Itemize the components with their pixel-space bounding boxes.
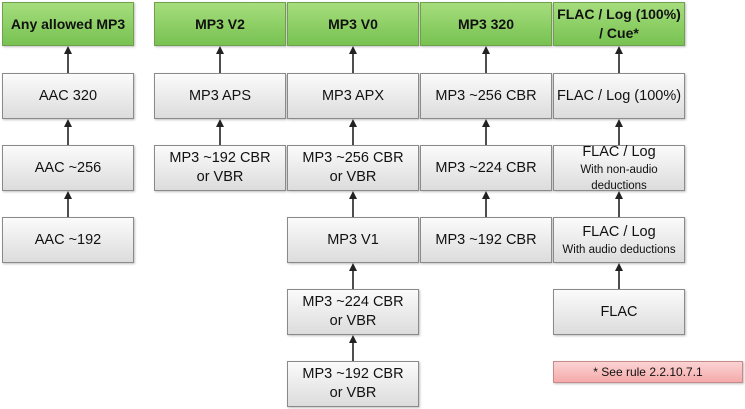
format-label: AAC 320	[38, 87, 98, 104]
format-label: FLAC / Log	[582, 143, 656, 160]
column-header-label: MP3 320	[457, 15, 515, 32]
arrow-mp3-v2-1-head	[216, 119, 224, 127]
format-box-flac: FLAC	[553, 289, 685, 335]
arrow-mp3-v2-0-head	[216, 46, 224, 54]
column-header-label: FLAC / Log (100%) / Cue*	[557, 6, 681, 41]
format-box-aac-320: AAC 320	[2, 73, 134, 119]
rule-note: * See rule 2.2.10.7.1	[553, 361, 743, 383]
arrow-mp3-v0-3-head	[349, 263, 357, 271]
format-box-mp3-224-cbr-or-vbr: MP3 ~224 CBR or VBR	[287, 289, 419, 335]
column-header-label: Any allowed MP3	[10, 15, 126, 32]
arrow-mp3-320-2-head	[482, 191, 490, 199]
format-label: FLAC	[600, 303, 638, 320]
format-sublabel: With non-audio deductions	[580, 163, 658, 192]
format-label: MP3 APS	[188, 87, 252, 104]
arrow-mp3-v0-1-head	[349, 119, 357, 127]
format-box-mp3-192-cbr-or-vbr: MP3 ~192 CBR or VBR	[287, 361, 419, 407]
format-box-mp3-aps: MP3 APS	[154, 73, 286, 119]
arrow-mp3-v0-0-head	[349, 46, 357, 54]
arrow-flac-log-100-cue-1-head	[615, 119, 623, 127]
format-box-mp3-192-cbr-or-vbr: MP3 ~192 CBR or VBR	[154, 145, 286, 191]
format-label: MP3 ~224 CBR	[302, 294, 404, 310]
format-box-mp3-224-cbr: MP3 ~224 CBR	[420, 145, 552, 191]
format-label: MP3 ~224 CBR	[435, 159, 537, 176]
format-label: FLAC / Log	[582, 223, 656, 240]
column-header-mp3-320: MP3 320	[420, 2, 552, 46]
column-header-mp3-v0: MP3 V0	[287, 2, 419, 46]
arrow-flac-log-100-cue-3-head	[615, 263, 623, 271]
arrow-mp3-320-0-head	[482, 46, 490, 54]
arrow-flac-log-100-cue-2-head	[615, 191, 623, 199]
format-label: or VBR	[329, 385, 377, 401]
arrow-mp3-320-1-head	[482, 119, 490, 127]
column-header-any-allowed-mp3: Any allowed MP3	[2, 2, 134, 46]
format-box-flac-log-100: FLAC / Log (100%)	[553, 73, 685, 119]
column-header-label: MP3 V0	[328, 15, 378, 32]
format-sublabel: With audio deductions	[562, 243, 676, 256]
format-label: MP3 ~192 CBR	[435, 231, 537, 248]
format-label: AAC ~192	[34, 231, 102, 248]
format-box-mp3-192-cbr: MP3 ~192 CBR	[420, 217, 552, 263]
format-box-mp3-apx: MP3 APX	[287, 73, 419, 119]
arrow-any-allowed-mp3-1-head	[64, 119, 72, 127]
format-label: or VBR	[329, 313, 377, 329]
format-label: or VBR	[329, 169, 377, 185]
format-box-mp3-256-cbr-or-vbr: MP3 ~256 CBR or VBR	[287, 145, 419, 191]
format-label: or VBR	[196, 169, 244, 185]
arrow-any-allowed-mp3-0-head	[64, 46, 72, 54]
column-header-mp3-v2: MP3 V2	[154, 2, 286, 46]
format-box-mp3-v1: MP3 V1	[287, 217, 419, 263]
format-label: AAC ~256	[34, 159, 102, 176]
rule-note-text: * See rule 2.2.10.7.1	[593, 364, 703, 379]
arrow-mp3-v0-4-head	[349, 335, 357, 343]
format-box-aac-256: AAC ~256	[2, 145, 134, 191]
arrow-flac-log-100-cue-0-head	[615, 46, 623, 54]
format-label: MP3 ~192 CBR	[169, 150, 271, 166]
format-label: MP3 APX	[321, 87, 385, 104]
arrow-any-allowed-mp3-2-head	[64, 191, 72, 199]
format-box-mp3-256-cbr: MP3 ~256 CBR	[420, 73, 552, 119]
format-label: FLAC / Log (100%)	[556, 87, 682, 104]
format-label: MP3 ~256 CBR	[435, 87, 537, 104]
format-label: MP3 ~256 CBR	[302, 150, 404, 166]
format-label: MP3 ~192 CBR	[302, 366, 404, 382]
format-box-aac-192: AAC ~192	[2, 217, 134, 263]
format-label: MP3 V1	[327, 231, 379, 248]
arrow-mp3-v0-2-head	[349, 191, 357, 199]
column-header-flac-log-100-cue: FLAC / Log (100%) / Cue*	[553, 2, 685, 46]
column-header-label: MP3 V2	[195, 15, 245, 32]
